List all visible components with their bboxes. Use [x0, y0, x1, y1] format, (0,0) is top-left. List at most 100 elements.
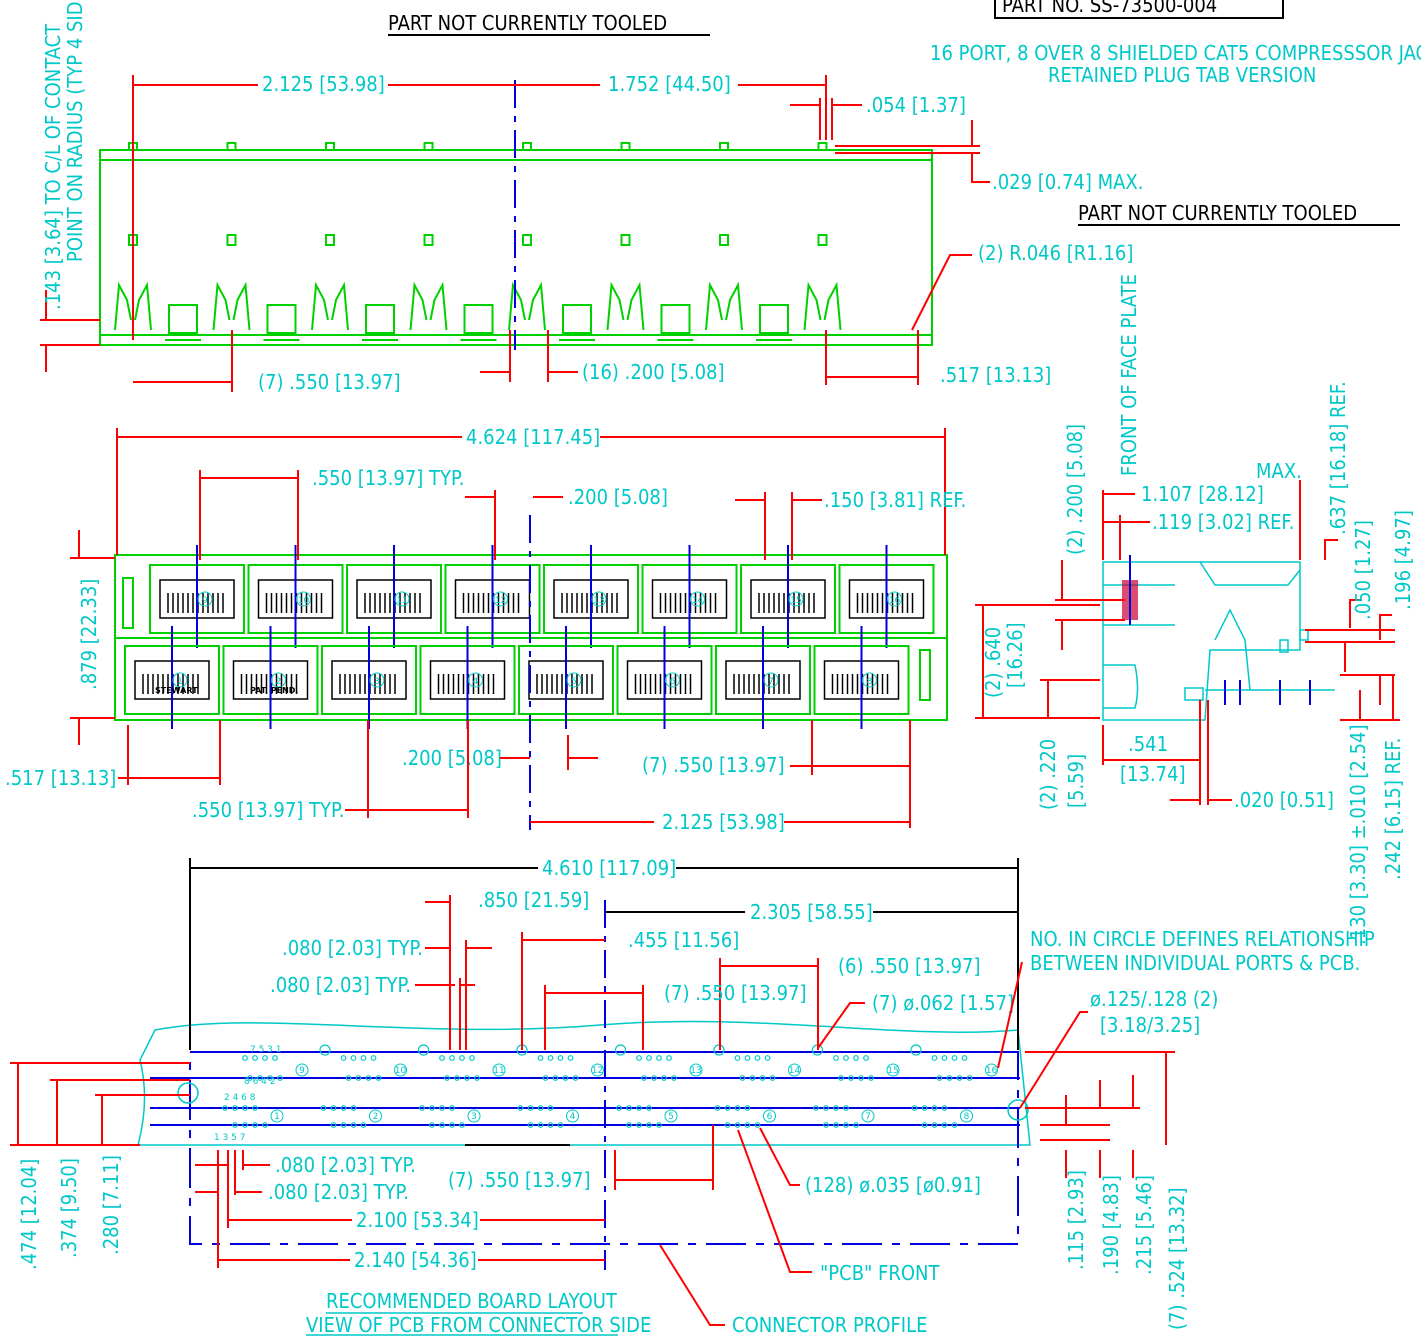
tab — [226, 142, 237, 151]
rj45-port: 14 — [641, 545, 738, 648]
pin-hole — [537, 1055, 544, 1061]
label-bg — [352, 1206, 480, 1232]
dim-119: .119 [3.02] REF. — [1152, 510, 1294, 534]
window — [759, 304, 789, 334]
port-number-circle — [493, 591, 508, 607]
pin-hole — [744, 1105, 751, 1111]
radius-leader — [911, 254, 972, 331]
pin-hole — [656, 1055, 662, 1061]
pin-numbers: 8 6 4 2 — [244, 1077, 276, 1087]
pin-hole — [833, 1122, 839, 1128]
pin-hole — [567, 1055, 574, 1061]
rj45-port: 11 — [346, 545, 442, 648]
pcb-front-label: "PCB" FRONT — [820, 1261, 940, 1285]
side-tab — [1184, 687, 1204, 701]
tab — [522, 142, 532, 151]
pin-hole — [626, 1122, 632, 1128]
pin-hole — [734, 1122, 741, 1128]
rj45-port: 10 — [247, 545, 344, 648]
leader — [759, 1127, 800, 1186]
port-circle — [861, 1109, 875, 1123]
port-number: 7 — [768, 677, 774, 687]
pin-hole — [931, 1105, 938, 1111]
dim-leader — [1324, 539, 1338, 560]
locating-hole — [417, 1044, 430, 1056]
pin-hole — [651, 1075, 657, 1081]
pin-hole — [547, 1105, 554, 1111]
leader — [817, 1002, 865, 1049]
pin-hole — [429, 1105, 435, 1111]
leader — [737, 1129, 812, 1273]
label-bg — [462, 423, 600, 449]
pin-hole — [262, 1055, 268, 1061]
pin-hole — [350, 1105, 357, 1111]
contact-slots — [114, 142, 842, 341]
pin-hole — [557, 1055, 564, 1061]
board-port-number: 14 — [789, 1066, 801, 1076]
pin-hole — [724, 1105, 731, 1111]
side-detail — [1199, 561, 1301, 586]
dim-2125: 2.125 [53.98] — [262, 72, 385, 96]
pin-hole — [252, 1105, 258, 1111]
rj45-port: 3 — [321, 626, 417, 729]
dim-637: .637 [16.18] REF. — [1326, 381, 1350, 535]
pin-hole — [848, 1075, 854, 1081]
dim-1752: 1.752 [44.50] — [608, 72, 731, 96]
label-bg — [745, 898, 873, 924]
board-port-number: 4 — [570, 1112, 576, 1122]
contact-pad — [620, 234, 631, 246]
hole-062-label: (7) ø.062 [1.57] — [872, 991, 1014, 1015]
pin-hole — [252, 1055, 258, 1061]
pin-hole — [838, 1075, 844, 1081]
pin-hole — [951, 1055, 958, 1061]
board-port-number: 15 — [887, 1066, 898, 1076]
pin-hole — [626, 1105, 632, 1111]
dim-pitch-typ-bot: .550 [13.97] TYP. — [192, 798, 344, 822]
pin-hole — [858, 1075, 864, 1081]
pin-hole — [370, 1055, 377, 1061]
port-circle — [295, 1063, 309, 1077]
pin-hole — [464, 1075, 470, 1081]
pin-hole — [360, 1055, 367, 1061]
pin-hole — [754, 1055, 761, 1061]
dim-height: .879 [22.33] — [77, 579, 101, 690]
leader — [1019, 1011, 1088, 1109]
label-bg — [350, 1246, 478, 1272]
rj45-port: 15 — [740, 545, 836, 648]
pin-hole — [222, 1105, 228, 1111]
window — [660, 304, 691, 334]
pin-hole — [340, 1122, 347, 1128]
side-body — [1102, 561, 1301, 721]
pin-hole — [961, 1055, 968, 1061]
port-number: 13 — [593, 596, 604, 606]
board-port-number: 3 — [471, 1112, 477, 1122]
pin-hole — [572, 1075, 579, 1081]
pin-hole — [769, 1075, 776, 1081]
leader — [997, 961, 1023, 1069]
pin-hole — [277, 1075, 283, 1081]
port-number: 6 — [670, 677, 676, 687]
dim-2305: 2.305 [58.55] — [750, 900, 873, 924]
part-number: PART NO. SS-73500-004 — [1002, 0, 1217, 17]
pin-hole — [449, 1122, 455, 1128]
dim-050: .050 [1.27] — [1351, 520, 1375, 620]
port-number-circle — [296, 591, 311, 607]
board-port-number: 10 — [395, 1066, 407, 1076]
pin-hole — [646, 1055, 652, 1061]
dim-leader — [1379, 614, 1392, 640]
pin-hole — [764, 1055, 771, 1061]
dim-374: .374 [9.50] — [57, 1158, 81, 1258]
pin-hole — [843, 1055, 849, 1061]
pin-hole — [946, 1075, 953, 1081]
pin-hole — [951, 1122, 958, 1128]
pin-hole — [350, 1122, 357, 1128]
pin-hole — [459, 1122, 465, 1128]
pin-hole — [527, 1105, 534, 1111]
port-number-circle — [369, 672, 385, 688]
dim-196: .196 [4.97] — [1391, 510, 1415, 610]
contact-finger — [409, 281, 448, 331]
pin-hole — [833, 1105, 839, 1111]
pin-hole — [843, 1105, 849, 1111]
pin-hole — [242, 1055, 248, 1061]
board-port-number: 16 — [986, 1066, 998, 1076]
